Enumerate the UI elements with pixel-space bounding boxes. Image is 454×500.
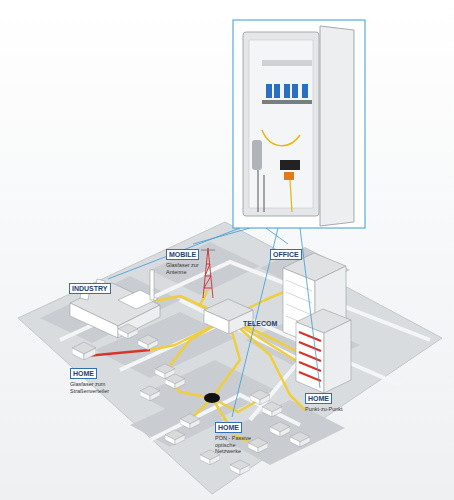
location-heading: HOME bbox=[70, 362, 130, 380]
heading-box: OFFICE bbox=[270, 249, 302, 260]
roads bbox=[60, 262, 430, 440]
ground-plane bbox=[18, 222, 442, 494]
industry-building bbox=[70, 270, 160, 338]
heading-box: HOME bbox=[70, 368, 97, 379]
location-heading: HOME bbox=[215, 416, 259, 434]
location-caption: Glasfaser zum Straßenverteiler bbox=[70, 381, 130, 394]
location-heading: OFFICE bbox=[270, 243, 320, 261]
houses bbox=[72, 324, 310, 475]
heading-box: HOME bbox=[215, 422, 242, 433]
location-caption: Glasfaser zur Antenne bbox=[166, 262, 206, 275]
telecom-building bbox=[204, 299, 253, 334]
distribution-box-inset bbox=[233, 20, 365, 228]
building-label: TELECOM bbox=[243, 319, 277, 328]
splitter bbox=[204, 393, 220, 403]
location-label: HOME PON - Passive optische Netzwerke bbox=[215, 416, 259, 455]
location-caption: Punkt-zu-Punkt bbox=[305, 406, 355, 413]
mobile-tower bbox=[201, 248, 215, 298]
location-heading: INDUSTRY bbox=[69, 277, 129, 295]
location-heading: MOBILE bbox=[166, 243, 206, 261]
leader-lines bbox=[108, 228, 320, 417]
heading-box: MOBILE bbox=[166, 249, 199, 260]
heading-box: HOME bbox=[305, 393, 332, 404]
location-label: HOME Punkt-zu-Punkt bbox=[305, 387, 355, 413]
location-label: MOBILE Glasfaser zur Antenne bbox=[166, 243, 206, 275]
location-label: OFFICE bbox=[270, 243, 320, 261]
apartment-building bbox=[296, 309, 351, 393]
heading-box: INDUSTRY bbox=[69, 283, 111, 294]
location-caption: PON - Passive optische Netzwerke bbox=[215, 435, 259, 455]
location-label: INDUSTRY bbox=[69, 277, 129, 295]
location-label: HOME Glasfaser zum Straßenverteiler bbox=[70, 362, 130, 394]
location-heading: HOME bbox=[305, 387, 355, 405]
